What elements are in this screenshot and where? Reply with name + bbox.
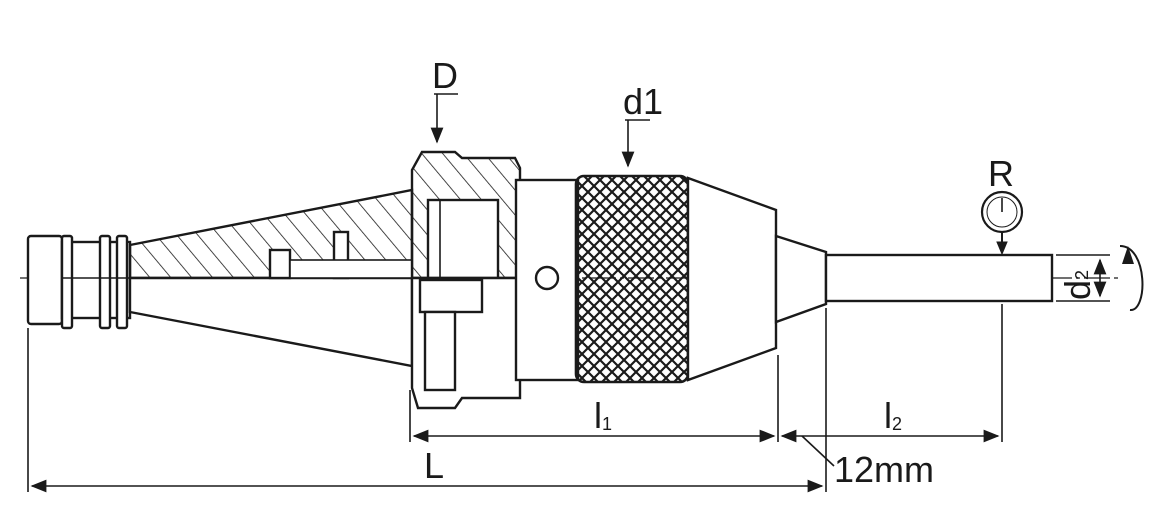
taper-shank [128, 188, 414, 368]
label-l1: l1 [594, 395, 612, 436]
label-d1: d1 [623, 81, 663, 122]
label-d2: d2 [1057, 270, 1098, 300]
retention-knob [26, 234, 132, 330]
test-bar [824, 253, 1054, 303]
leader-d1 [621, 119, 650, 168]
leader-12mm [801, 435, 835, 467]
label-L: L [424, 445, 444, 486]
key-hole [534, 265, 560, 291]
rotation-arrow [1119, 245, 1144, 312]
knurled-sleeve [574, 174, 690, 384]
flange [410, 150, 522, 410]
chuck-nose [686, 176, 828, 382]
dim-d2 [1056, 254, 1110, 302]
label-l2: l2 [884, 395, 902, 436]
label-R: R [988, 153, 1014, 194]
label-12mm: 12mm [834, 449, 934, 490]
leader-D [430, 93, 458, 144]
label-D: D [432, 55, 458, 96]
chuck-body [514, 178, 580, 382]
extension-lines [27, 304, 1003, 492]
dial-indicator [980, 190, 1024, 256]
